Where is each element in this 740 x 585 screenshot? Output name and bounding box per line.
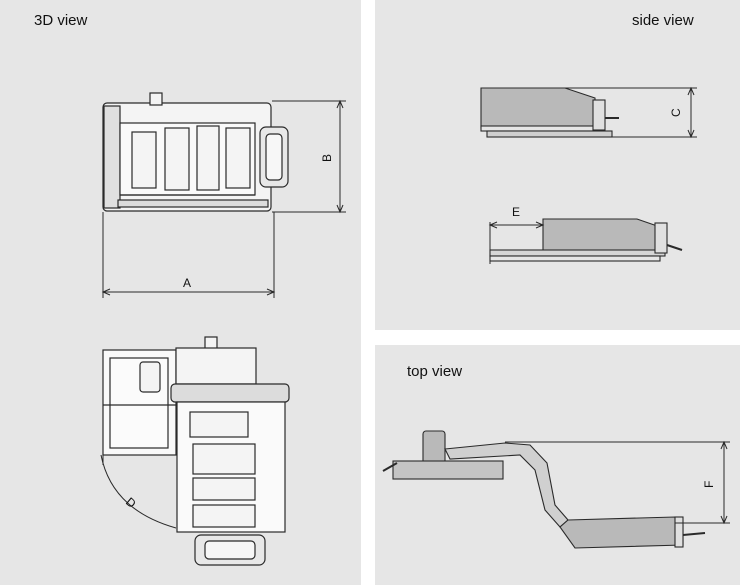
panel-top-view: top view F [375, 345, 740, 585]
drawing-3d-view: B A [100, 92, 346, 566]
panel-title-top-view: top view [407, 363, 463, 380]
lift-side-profile-extended [489, 218, 683, 262]
dimension-label-c: C [669, 108, 683, 117]
dimension-label-e: E [512, 205, 520, 219]
dimension-label-b: B [320, 154, 334, 162]
dimension-c [481, 86, 697, 139]
dimension-label-a: A [183, 276, 191, 290]
drawing-side-view: C E [480, 86, 697, 264]
lift-side-profile-stowed [480, 87, 619, 138]
panel-side-view: side view C [375, 0, 740, 330]
drawing-top-view: F [382, 430, 730, 549]
panel-3d-view: 3D view B [0, 0, 361, 585]
panel-title-side-view: side view [632, 12, 694, 29]
lift-top-profile [382, 430, 706, 549]
dimension-d [100, 454, 177, 529]
dimension-b [272, 99, 346, 214]
dimension-label-f: F [702, 481, 716, 488]
panel-title-3d-view: 3D view [34, 12, 88, 29]
lift-platform-folded [102, 92, 289, 212]
dimension-e [488, 219, 545, 264]
dimension-label-d: D [123, 495, 139, 512]
dimension-f [505, 440, 730, 525]
lift-platform-rotated [102, 336, 290, 566]
dimension-a [101, 212, 276, 298]
